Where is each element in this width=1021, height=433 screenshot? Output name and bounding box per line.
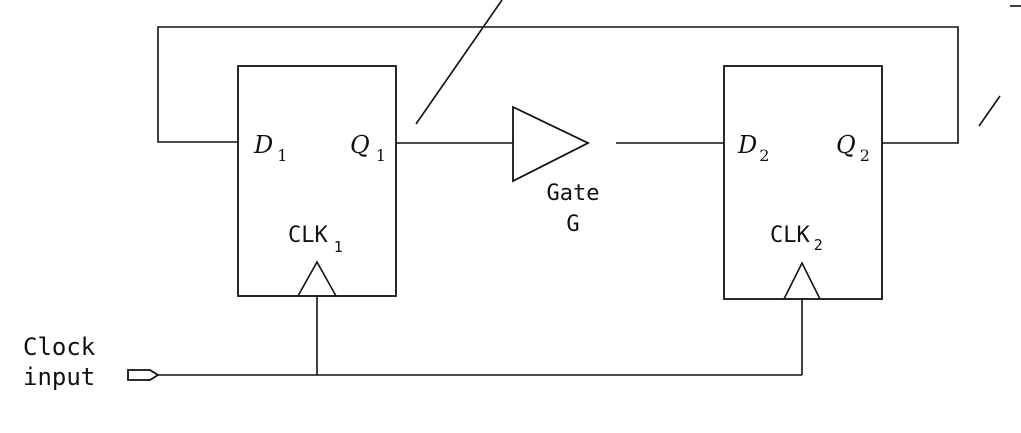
flipflop-1-clock-triangle xyxy=(297,260,337,297)
flipflop-2-clock-triangle xyxy=(783,261,821,300)
annotation-stroke-2 xyxy=(978,95,1001,127)
feedback-wire xyxy=(157,26,959,144)
clock-input-label-line1: Clock xyxy=(23,333,96,361)
clock-input-connector xyxy=(127,369,160,381)
flipflop-2 xyxy=(723,65,883,300)
clock-input-label-line2: input xyxy=(23,363,95,391)
gate-g-buffer xyxy=(512,105,591,183)
gate-label-line2: G xyxy=(566,212,579,237)
annotation-stroke-1 xyxy=(415,0,503,125)
gate-label-line1: Gate xyxy=(547,181,600,206)
